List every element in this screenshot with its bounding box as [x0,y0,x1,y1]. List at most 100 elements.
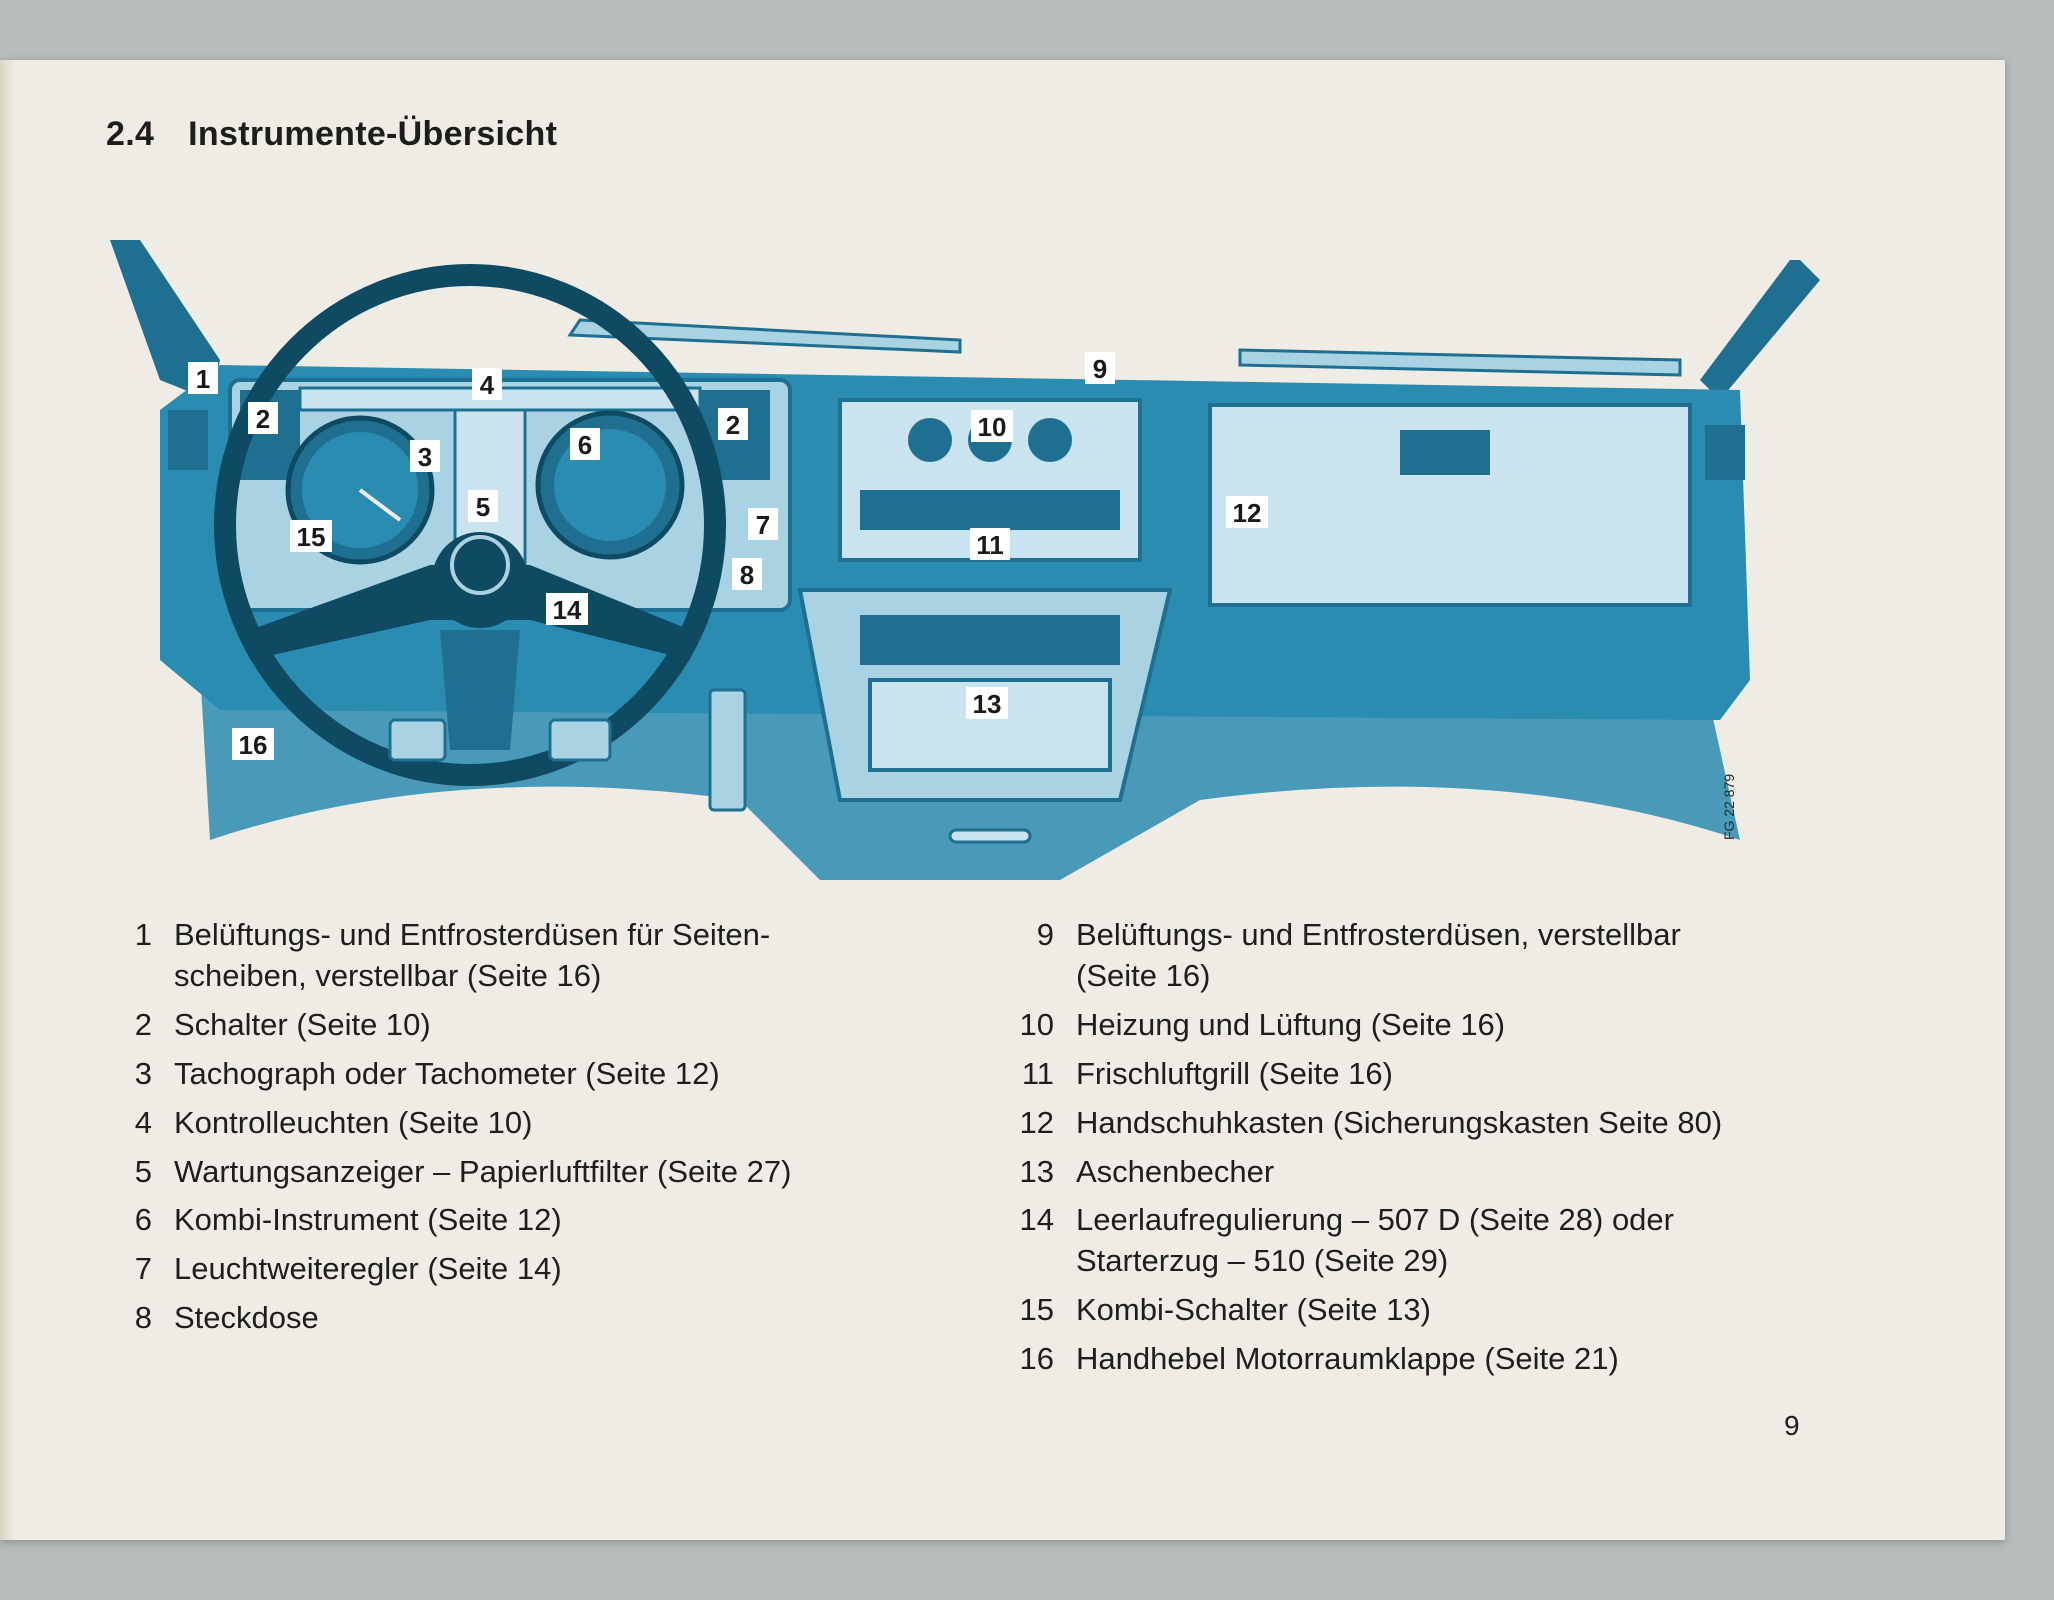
legend-item: 15 Kombi-Schalter (Seite 13) [998,1290,1778,1331]
callout-7: 7 [748,508,778,540]
section-number: 2.4 [106,115,155,153]
legend-number: 3 [134,1055,152,1091]
left-wiper [567,318,962,354]
callout-13: 13 [966,687,1008,719]
svg-text:13: 13 [973,689,1002,719]
legend-item: 11 Frischluftgrill (Seite 16) [998,1054,1778,1095]
legend-text: Kombi-Schalter (Seite 13) [1076,1292,1431,1328]
legend-number: 2 [134,1006,152,1042]
steering-hub [432,532,528,628]
steering-wheel-rim [214,264,726,786]
svg-text:11: 11 [976,530,1004,560]
legend-text: Kombi-Instrument (Seite 12) [174,1202,562,1238]
svg-text:3: 3 [418,442,432,472]
legend-text: Belüftungs- und Entfrosterdüsen, verstel… [1076,917,1681,993]
right-wiper [1238,348,1682,377]
legend-item: 1 Belüftungs- und Entfrosterdüsen für Sei… [96,915,836,997]
legend-text: Heizung und Lüftung (Seite 16) [1076,1006,1506,1042]
legend-item: 16 Handhebel Motorraumklappe (Seite 21) [998,1339,1778,1380]
legend-number: 13 [1019,1153,1054,1189]
figure-code: FG 22 879 [1721,774,1737,840]
callout-1: 1 [188,362,218,394]
legend-number: 5 [134,1153,152,1189]
legend-text: Leerlaufregulierung – 507 D (Seite 28) o… [1076,1202,1674,1279]
section-title: Instrumente-Übersicht [188,115,558,153]
legend-item: 2 Schalter (Seite 10) [96,1005,836,1046]
console-tray [860,615,1120,665]
legend-text: Frischluftgrill (Seite 16) [1076,1055,1393,1091]
clutch-pedal [388,718,447,762]
dashboard-svg: 1 2 2 3 4 5 6 7 8 9 10 11 12 13 14 15 16… [110,240,1820,880]
legend-text: Kontrolleuchten (Seite 10) [174,1104,533,1140]
svg-text:2: 2 [726,410,740,440]
svg-text:2: 2 [256,404,270,434]
glove-box-handle [1400,430,1490,475]
legend-text: Schalter (Seite 10) [174,1006,431,1042]
callout-16: 16 [232,728,274,760]
steering-column [440,630,520,750]
ashtray [868,678,1112,772]
callout-5: 5 [468,490,498,522]
legend-number: 4 [134,1104,152,1140]
speedometer-needle [358,488,402,522]
brand-star-emblem [450,535,510,595]
legend-number: 14 [1019,1202,1054,1238]
section-heading: 2.4 Instrumente-Übersicht [106,115,557,154]
svg-text:5: 5 [476,492,490,522]
callout-10: 10 [971,410,1013,442]
page-gutter [0,60,14,1540]
legend-text: Steckdose [174,1300,319,1336]
legend-text: Tachograph oder Tachometer (Seite 12) [174,1055,720,1091]
legend-item: 5 Wartungsanzeiger – Papierluftfilter (Se… [96,1152,836,1193]
callout-14: 14 [546,593,588,625]
console-handle [948,828,1032,844]
callout-4: 4 [472,368,502,400]
legend-number: 15 [1019,1292,1054,1328]
svg-text:16: 16 [239,730,268,760]
legend-text: Handhebel Motorraumklappe (Seite 21) [1076,1341,1619,1377]
heater-knob-1 [908,418,952,462]
left-a-pillar [110,240,220,400]
callout-15: 15 [290,520,332,552]
right-a-pillar [1700,260,1820,400]
callout-3: 3 [410,440,440,472]
svg-text:9: 9 [1093,354,1107,384]
accelerator-pedal [708,688,747,812]
dashboard-illustration: 1 2 2 3 4 5 6 7 8 9 10 11 12 13 14 15 16… [100,240,1820,890]
legend-text: Wartungsanzeiger – Papierluftfilter (Sei… [174,1153,792,1189]
callout-2-right: 2 [718,408,748,440]
legend-number: 12 [1019,1104,1054,1140]
legend-text: Belüftungs- und Entfrosterdüsen für Seit… [174,917,771,993]
legend-number: 1 [134,917,152,952]
brake-pedal [548,718,612,762]
callout-11: 11 [970,528,1010,560]
svg-text:6: 6 [578,430,592,460]
legend-left-column: 1 Belüftungs- und Entfrosterdüsen für Sei… [96,915,836,1347]
legend-text: Handschuhkasten (Sicherungskasten Seite … [1076,1104,1723,1140]
heater-knob-3 [1028,418,1072,462]
fresh-air-grille [860,490,1120,530]
callout-6: 6 [570,428,600,460]
page-number: 9 [1784,1410,1800,1441]
svg-text:1: 1 [196,364,210,394]
left-side-vent [168,410,208,470]
legend-item: 3 Tachograph oder Tachometer (Seite 12) [96,1054,836,1095]
svg-text:15: 15 [297,522,326,552]
legend-item: 4 Kontrolleuchten (Seite 10) [96,1103,836,1144]
svg-text:12: 12 [1233,498,1262,528]
svg-text:10: 10 [978,412,1007,442]
svg-text:4: 4 [480,370,495,400]
svg-text:14: 14 [553,595,582,625]
legend-number: 11 [1021,1055,1054,1091]
right-side-vent [1705,425,1745,480]
legend-item: 14 Leerlaufregulierung – 507 D (Seite 28)… [998,1200,1778,1282]
legend-number: 10 [1019,1006,1054,1042]
svg-text:8: 8 [740,560,754,590]
legend-number: 16 [1019,1341,1054,1377]
legend-item: 12 Handschuhkasten (Sicherungskasten Seit… [998,1103,1778,1144]
